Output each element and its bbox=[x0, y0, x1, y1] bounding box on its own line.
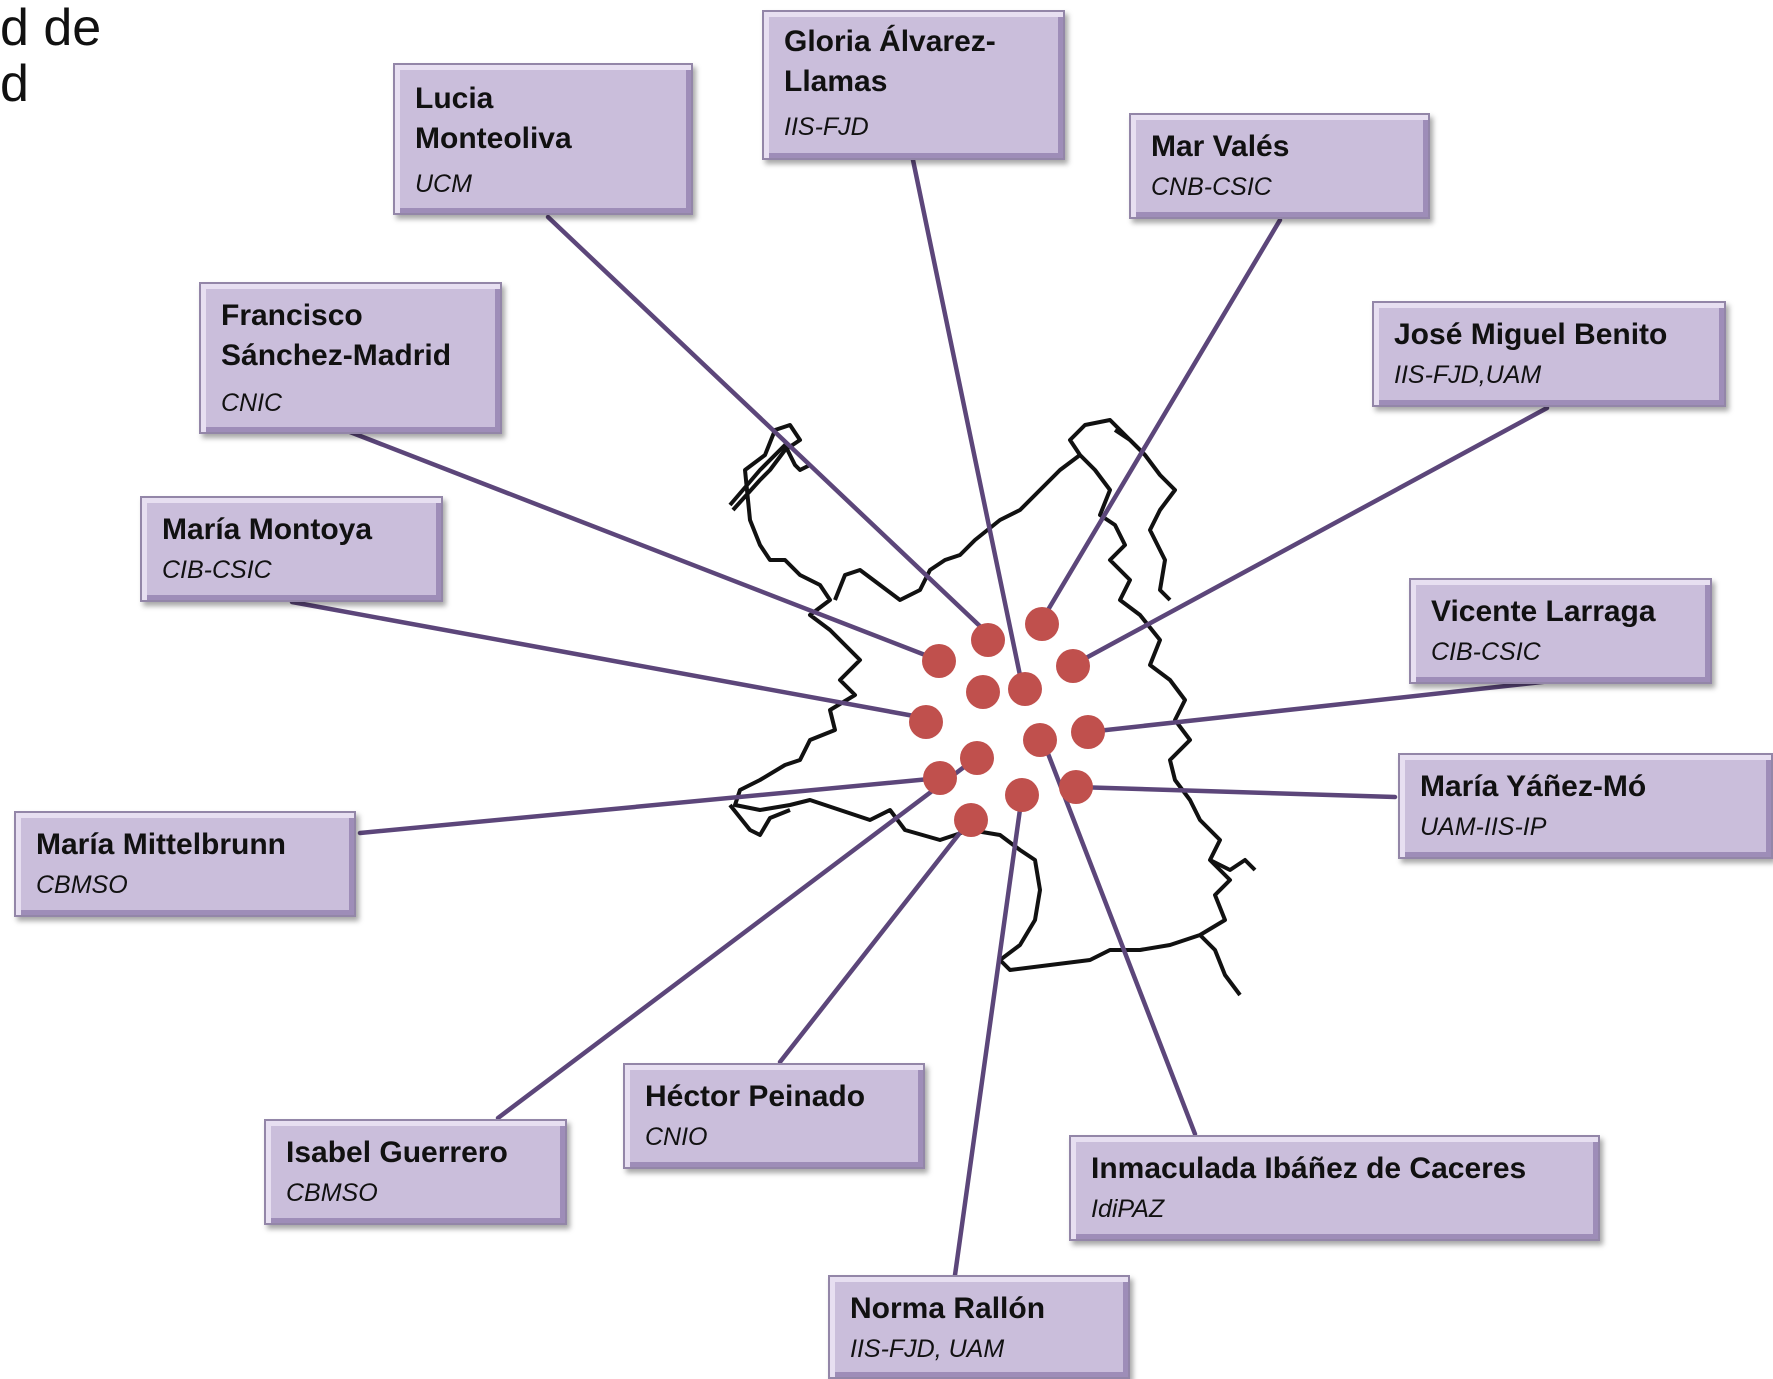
researcher-name: María Mittelbrunn bbox=[36, 828, 287, 861]
researcher-institution: IIS-FJD,UAM bbox=[1394, 361, 1542, 389]
connector-monteoliva bbox=[545, 214, 987, 633]
researcher-card-guerrero: Isabel Guerrero CBMSO bbox=[264, 1119, 567, 1225]
connector-rallon bbox=[952, 792, 1025, 1278]
researcher-card-peinado: Héctor Peinado CNIO bbox=[623, 1063, 925, 1169]
researcher-card-larraga: Vicente Larraga CIB-CSIC bbox=[1409, 578, 1712, 684]
connector-sanchez-madrid bbox=[347, 429, 941, 663]
researcher-institution: CNIC bbox=[221, 389, 283, 417]
researcher-institution: CIB-CSIC bbox=[162, 556, 272, 584]
connector-yanez-mo bbox=[1073, 784, 1398, 800]
researcher-institution: CNIO bbox=[645, 1123, 708, 1151]
region-border bbox=[731, 418, 1232, 972]
border-branch-3 bbox=[1198, 933, 1242, 997]
connector-lines bbox=[289, 157, 1563, 1278]
region-border-east bbox=[1113, 428, 1147, 457]
slide-title-line-1: d de bbox=[0, 0, 102, 57]
slide-title: d de d bbox=[0, 0, 101, 112]
researcher-name: Francisco Sánchez-Madrid bbox=[221, 299, 452, 372]
researcher-name: Vicente Larraga bbox=[1431, 595, 1656, 628]
researcher-institution: IdiPAZ bbox=[1091, 1195, 1165, 1223]
researcher-card-sanchez-madrid: Francisco Sánchez-Madrid CNIC bbox=[199, 282, 502, 434]
connector-guerrero bbox=[495, 752, 983, 1121]
researcher-institution: UCM bbox=[415, 170, 472, 198]
researcher-card-monteoliva: Lucia Monteoliva UCM bbox=[393, 63, 693, 215]
connector-benito bbox=[1070, 405, 1550, 668]
researcher-institution: IIS-FJD bbox=[784, 113, 869, 141]
researcher-name: Héctor Peinado bbox=[645, 1080, 866, 1113]
institution-dot bbox=[1059, 770, 1093, 804]
researcher-card-mittelbrunn: María Mittelbrunn CBMSO bbox=[14, 811, 356, 917]
connector-ibanez bbox=[1039, 735, 1198, 1137]
researcher-name: María Yáñez-Mó bbox=[1420, 770, 1647, 803]
connector-alvarez-llamas bbox=[910, 157, 1025, 688]
institution-dot bbox=[966, 675, 1000, 709]
institution-dot bbox=[1071, 715, 1105, 749]
researcher-institution: CBMSO bbox=[36, 871, 128, 899]
researcher-name: Mar Valés bbox=[1151, 130, 1290, 163]
researcher-name: Lucia Monteoliva bbox=[415, 82, 572, 155]
institution-dot bbox=[1005, 778, 1039, 812]
researcher-name: Gloria Álvarez- Llamas bbox=[784, 25, 996, 98]
madrid-map-outline bbox=[728, 418, 1257, 997]
institution-dots bbox=[909, 607, 1105, 837]
border-west bbox=[728, 803, 791, 837]
researcher-card-rallon: Norma Rallón IIS-FJD, UAM bbox=[828, 1275, 1130, 1379]
institution-dot bbox=[1056, 649, 1090, 683]
institution-dot bbox=[960, 741, 994, 775]
researcher-institution: CNB-CSIC bbox=[1151, 173, 1272, 201]
researcher-name: Inmaculada Ibáñez de Caceres bbox=[1091, 1152, 1527, 1185]
researcher-institution: CBMSO bbox=[286, 1179, 378, 1207]
researcher-card-vales: Mar Valés CNB-CSIC bbox=[1129, 113, 1430, 219]
researcher-institution: UAM-IIS-IP bbox=[1420, 813, 1547, 841]
border-branch-1 bbox=[728, 443, 811, 507]
institution-dot bbox=[1008, 672, 1042, 706]
institution-dot bbox=[909, 705, 943, 739]
researcher-name: Isabel Guerrero bbox=[286, 1136, 508, 1169]
institution-dot bbox=[922, 644, 956, 678]
researcher-card-alvarez-llamas: Gloria Álvarez- Llamas IIS-FJD bbox=[762, 10, 1065, 160]
researcher-name: José Miguel Benito bbox=[1394, 318, 1668, 351]
researcher-institution: IIS-FJD, UAM bbox=[850, 1335, 1005, 1363]
connector-vales bbox=[1039, 217, 1283, 623]
institution-dot bbox=[971, 623, 1005, 657]
researcher-card-ibanez: Inmaculada Ibáñez de Caceres IdiPAZ bbox=[1069, 1135, 1600, 1241]
researcher-card-benito: José Miguel Benito IIS-FJD,UAM bbox=[1372, 301, 1726, 407]
researcher-name: María Montoya bbox=[162, 513, 373, 546]
institution-dot bbox=[1025, 607, 1059, 641]
slide-title-line-2: d bbox=[0, 55, 29, 113]
researcher-name: Norma Rallón bbox=[850, 1292, 1046, 1325]
institution-dot bbox=[1023, 723, 1057, 757]
connector-montoya bbox=[289, 599, 928, 721]
researcher-card-yanez-mo: María Yáñez-Mó UAM-IIS-IP bbox=[1398, 753, 1773, 859]
border-branch-2 bbox=[1209, 858, 1257, 872]
institution-dot bbox=[923, 761, 957, 795]
connector-peinado bbox=[777, 817, 973, 1065]
region-border-north bbox=[833, 453, 1082, 602]
institution-dot bbox=[954, 803, 988, 837]
researcher-card-montoya: María Montoya CIB-CSIC bbox=[140, 496, 443, 602]
connector-mittelbrunn bbox=[357, 775, 943, 836]
researcher-institution: CIB-CSIC bbox=[1431, 638, 1541, 666]
connector-larraga bbox=[1085, 677, 1563, 735]
